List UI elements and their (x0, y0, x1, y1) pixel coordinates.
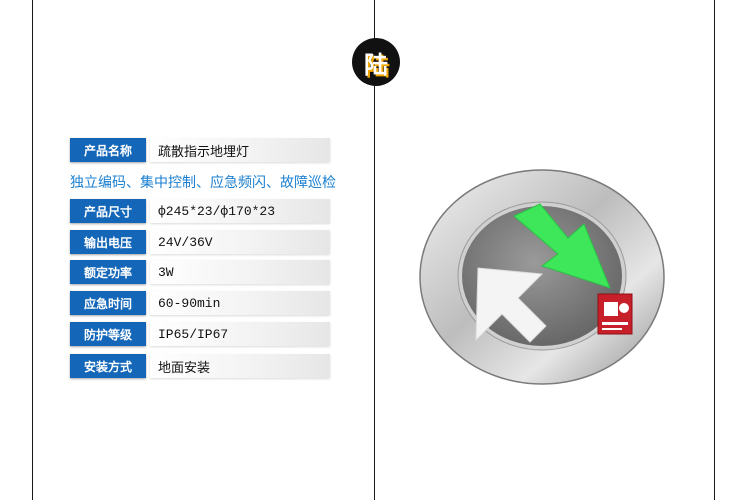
product-name-label: 产品名称 (70, 138, 146, 162)
size-value: ф245*23/ф170*23 (150, 199, 330, 223)
left-border-line (32, 0, 33, 500)
brand-badge: 陆 (352, 38, 400, 86)
certification-qr-icon (604, 302, 618, 316)
power-value: 3W (150, 260, 330, 284)
certification-text-line (602, 328, 622, 330)
spec-row-installation: 安装方式 地面安装 (70, 354, 330, 378)
power-label: 额定功率 (70, 260, 146, 284)
spec-row-power: 额定功率 3W (70, 260, 330, 284)
voltage-value: 24V/36V (150, 230, 330, 254)
certification-text-line (602, 322, 628, 325)
spec-row-product-name: 产品名称 疏散指示地埋灯 (70, 138, 330, 162)
product-name-value: 疏散指示地埋灯 (150, 138, 330, 162)
center-divider-line (374, 0, 375, 500)
white-arrow-icon (475, 267, 547, 343)
size-label: 产品尺寸 (70, 199, 146, 223)
lamp-product-image (419, 169, 665, 385)
green-arrow-icon (513, 203, 611, 289)
installation-label: 安装方式 (70, 354, 146, 378)
installation-value: 地面安装 (150, 354, 330, 378)
spec-row-emergency-time: 应急时间 60-90min (70, 291, 330, 315)
right-border-line (714, 0, 715, 500)
emergency-time-value: 60-90min (150, 291, 330, 315)
certification-seal-icon (619, 303, 629, 313)
voltage-label: 输出电压 (70, 230, 146, 254)
emergency-time-label: 应急时间 (70, 291, 146, 315)
protection-value: IP65/IP67 (150, 322, 330, 346)
protection-label: 防护等级 (70, 322, 146, 346)
spec-row-voltage: 输出电压 24V/36V (70, 230, 330, 254)
feature-line: 独立编码、集中控制、应急频闪、故障巡检 (70, 175, 336, 191)
brand-badge-glyph: 陆 (364, 50, 388, 79)
spec-row-size: 产品尺寸 ф245*23/ф170*23 (70, 199, 330, 223)
spec-row-protection: 防护等级 IP65/IP67 (70, 322, 330, 346)
